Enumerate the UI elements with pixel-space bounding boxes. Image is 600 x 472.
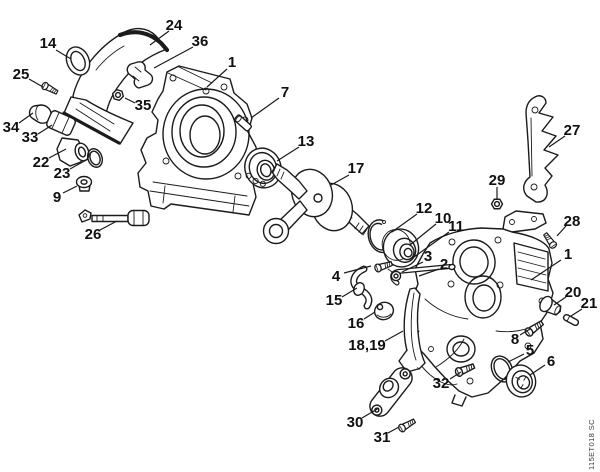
callout-4: 4 [332, 268, 341, 285]
callout-11: 11 [448, 218, 464, 235]
part-9-plug-drawing [75, 175, 93, 192]
leader-line-16 [363, 311, 376, 320]
leader-line-11 [413, 231, 450, 258]
leader-line-14 [55, 49, 72, 60]
part-26-hose-assembly-drawing [78, 209, 150, 227]
callout-33: 33 [22, 129, 39, 146]
part-16-worm-drawing [373, 301, 395, 321]
part-20-plug-drawing [539, 295, 562, 316]
leader-line-5 [507, 353, 525, 363]
leader-line-25 [28, 78, 44, 88]
leader-line-18,19 [384, 330, 404, 342]
part-22-cap-drawing [56, 137, 90, 167]
part-18-19-guide-plate-drawing [398, 287, 426, 373]
leader-line-36 [153, 46, 194, 69]
callout-32: 32 [433, 375, 450, 392]
part-3-clamp-drawing [387, 268, 402, 282]
leader-line-9 [62, 185, 78, 194]
leader-line-24 [149, 30, 170, 46]
leader-line-23 [69, 158, 89, 170]
leader-line-35 [124, 97, 136, 104]
leader-line-6 [529, 364, 546, 376]
part-31-screw-drawing [396, 416, 418, 434]
part-23-o-ring-drawing [86, 148, 104, 168]
part-27-bumper-spike-drawing [523, 95, 559, 203]
callout-12: 12 [416, 200, 433, 217]
callout-1: 1 [228, 54, 236, 71]
leader-line-13 [276, 146, 300, 162]
callout-2: 2 [440, 256, 448, 273]
callout-31: 31 [374, 429, 391, 446]
callout-21: 21 [581, 295, 598, 312]
leader-line-12 [391, 213, 418, 233]
callout-23: 23 [54, 165, 71, 182]
leader-line-28 [556, 225, 567, 237]
callout-7: 7 [281, 84, 289, 101]
leader-line-1 [206, 68, 228, 88]
leader-line-8 [519, 328, 531, 336]
part-15-hose-drawing [350, 265, 373, 310]
leader-line-31 [387, 426, 400, 434]
callout-3: 3 [424, 248, 432, 265]
leader-line-21 [570, 308, 583, 317]
callout-5: 5 [526, 342, 534, 359]
callout-15: 15 [326, 292, 343, 309]
callout-13: 13 [298, 133, 315, 150]
leader-line-20 [553, 296, 567, 306]
leader-line-17 [330, 174, 350, 186]
part-25-screw-drawing [40, 80, 60, 97]
part-14-seal-drawing [65, 46, 91, 76]
watermark-code: 115ET018 SC [587, 419, 596, 470]
callout-8: 8 [511, 331, 519, 348]
callout-22: 22 [33, 154, 50, 171]
leader-line-30 [361, 407, 380, 419]
part-7-pin-drawing [234, 114, 252, 132]
part-36-bracket-drawing [126, 61, 154, 89]
leader-line-33 [37, 124, 53, 135]
callout-1: 1 [564, 246, 572, 263]
part-30-oil-pump-drawing [369, 367, 413, 417]
callout-27: 27 [564, 122, 581, 139]
part-10-11-bearing-seal-drawing [381, 228, 420, 268]
callout-24: 24 [166, 17, 183, 34]
part-24-cover-drawing [62, 27, 170, 145]
leader-line-22 [48, 148, 67, 159]
callout-35: 35 [135, 97, 152, 114]
callout-30: 30 [347, 414, 364, 431]
leader-line-4 [343, 265, 372, 274]
leader-line-15 [341, 287, 358, 298]
part-6-seal-cap-drawing [505, 364, 537, 398]
part-17-crankshaft-drawing [262, 163, 370, 245]
leader-line-3 [401, 261, 424, 273]
part-29-nut-drawing [490, 198, 504, 210]
callout-16: 16 [348, 315, 365, 332]
part-21-pin-drawing [562, 313, 580, 327]
leader-line-7 [250, 97, 280, 119]
part-33-sleeve-drawing [46, 110, 76, 136]
leader-line-2 [418, 268, 440, 277]
callout-26: 26 [85, 226, 102, 243]
callout-9: 9 [53, 189, 61, 206]
leader-line-26 [99, 220, 118, 231]
callout-20: 20 [565, 284, 582, 301]
callout-17: 17 [348, 160, 365, 177]
part-13-bearing-drawing [244, 147, 282, 189]
callout-34: 34 [3, 119, 20, 136]
callout-10: 10 [435, 210, 452, 227]
callout-25: 25 [13, 66, 30, 83]
callout-29: 29 [489, 172, 506, 189]
leader-line-10 [409, 223, 437, 246]
callout-18,19: 18,19 [348, 337, 386, 354]
callout-36: 36 [192, 33, 209, 50]
leader-line-1 [530, 259, 562, 281]
callout-6: 6 [547, 353, 555, 370]
leader-line-32 [449, 371, 462, 380]
leader-line-27 [548, 135, 566, 148]
part-1-left-crankcase-drawing [137, 65, 259, 216]
leader-line-34 [18, 112, 34, 124]
callout-28: 28 [564, 213, 581, 230]
callout-14: 14 [40, 35, 57, 52]
